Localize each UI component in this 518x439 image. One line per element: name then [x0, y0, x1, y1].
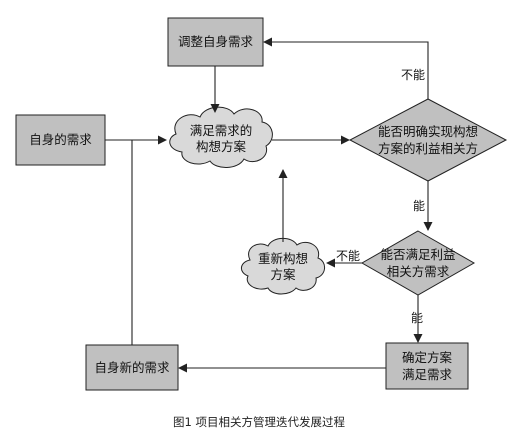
edge-label-yes-mid: 能 — [413, 199, 425, 213]
confirm-plan-label-line2: 满足需求 — [402, 367, 453, 382]
satisfy-plan-label-line2: 构想方案 — [196, 139, 247, 154]
adjust-needs-label: 调整自身需求 — [178, 34, 254, 49]
identify-stakeholders-diamond: 能否明确实现构想 方案的利益相关方 — [348, 98, 508, 182]
own-needs-label: 自身的需求 — [29, 132, 92, 147]
identify-stakeholders-label-line1: 能否明确实现构想 — [378, 124, 478, 139]
edge-label-yes-bottom: 能 — [411, 311, 423, 325]
meet-stakeholders-label-line2: 相关方需求 — [387, 264, 450, 279]
rethink-plan-label-line2: 方案 — [270, 267, 296, 282]
figure-caption: 图1 项目相关方管理迭代发展过程 — [173, 415, 345, 429]
edge-label-no-mid: 不能 — [336, 249, 360, 263]
own-needs-box: 自身的需求 — [15, 114, 106, 166]
new-own-needs-label: 自身新的需求 — [94, 360, 170, 375]
meet-stakeholders-diamond: 能否满足利益 相关方需求 — [360, 230, 476, 296]
new-own-needs-box: 自身新的需求 — [85, 344, 179, 391]
edge-identify-no-to-adjust — [263, 37, 429, 99]
satisfy-plan-cloud: 满足需求的 构想方案 — [169, 106, 273, 168]
identify-stakeholders-label-line2: 方案的利益相关方 — [378, 141, 478, 156]
meet-stakeholders-label-line1: 能否满足利益 — [380, 247, 455, 262]
rethink-plan-label-line1: 重新构想 — [258, 251, 308, 266]
edge-label-no-top: 不能 — [401, 68, 425, 82]
satisfy-plan-label-line1: 满足需求的 — [190, 123, 253, 138]
rethink-plan-cloud: 重新构想 方案 — [241, 237, 325, 295]
adjust-needs-box: 调整自身需求 — [167, 17, 264, 67]
confirm-plan-box: 确定方案 满足需求 — [385, 342, 469, 390]
confirm-plan-label-line1: 确定方案 — [402, 350, 453, 365]
